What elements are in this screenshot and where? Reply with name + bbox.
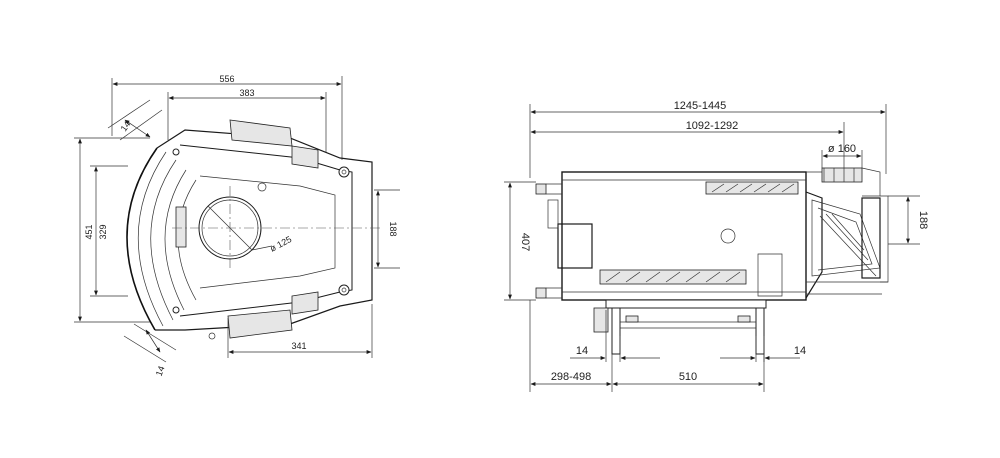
dim-188-left: 188 [388, 221, 398, 236]
dim-14-top: 14 [119, 119, 133, 133]
dim-556: 556 [219, 74, 234, 84]
dim-1092-1292: 1092-1292 [686, 120, 739, 132]
dim-14-right: 14 [794, 345, 806, 357]
dim-1245-1445: 1245-1445 [674, 100, 727, 112]
dim-510: 510 [679, 371, 697, 383]
dim-407: 407 [519, 233, 531, 251]
dim-329: 329 [98, 224, 108, 239]
left-view: 556 383 451 329 188 341 14 [74, 74, 400, 377]
dim-451: 451 [84, 224, 94, 239]
dim-14-bottom: 14 [154, 365, 167, 378]
right-view: 1245-1445 1092-1292 ø 160 407 188 14 14 [504, 100, 929, 392]
dim-14-left: 14 [576, 345, 588, 357]
dim-298-498: 298-498 [551, 371, 591, 383]
dim-188-right: 188 [917, 211, 929, 229]
dim-383: 383 [239, 88, 254, 98]
dim-flue-160: ø 160 [828, 143, 856, 155]
dim-341: 341 [291, 341, 306, 351]
dim-flue-125: ø 125 [268, 234, 293, 254]
